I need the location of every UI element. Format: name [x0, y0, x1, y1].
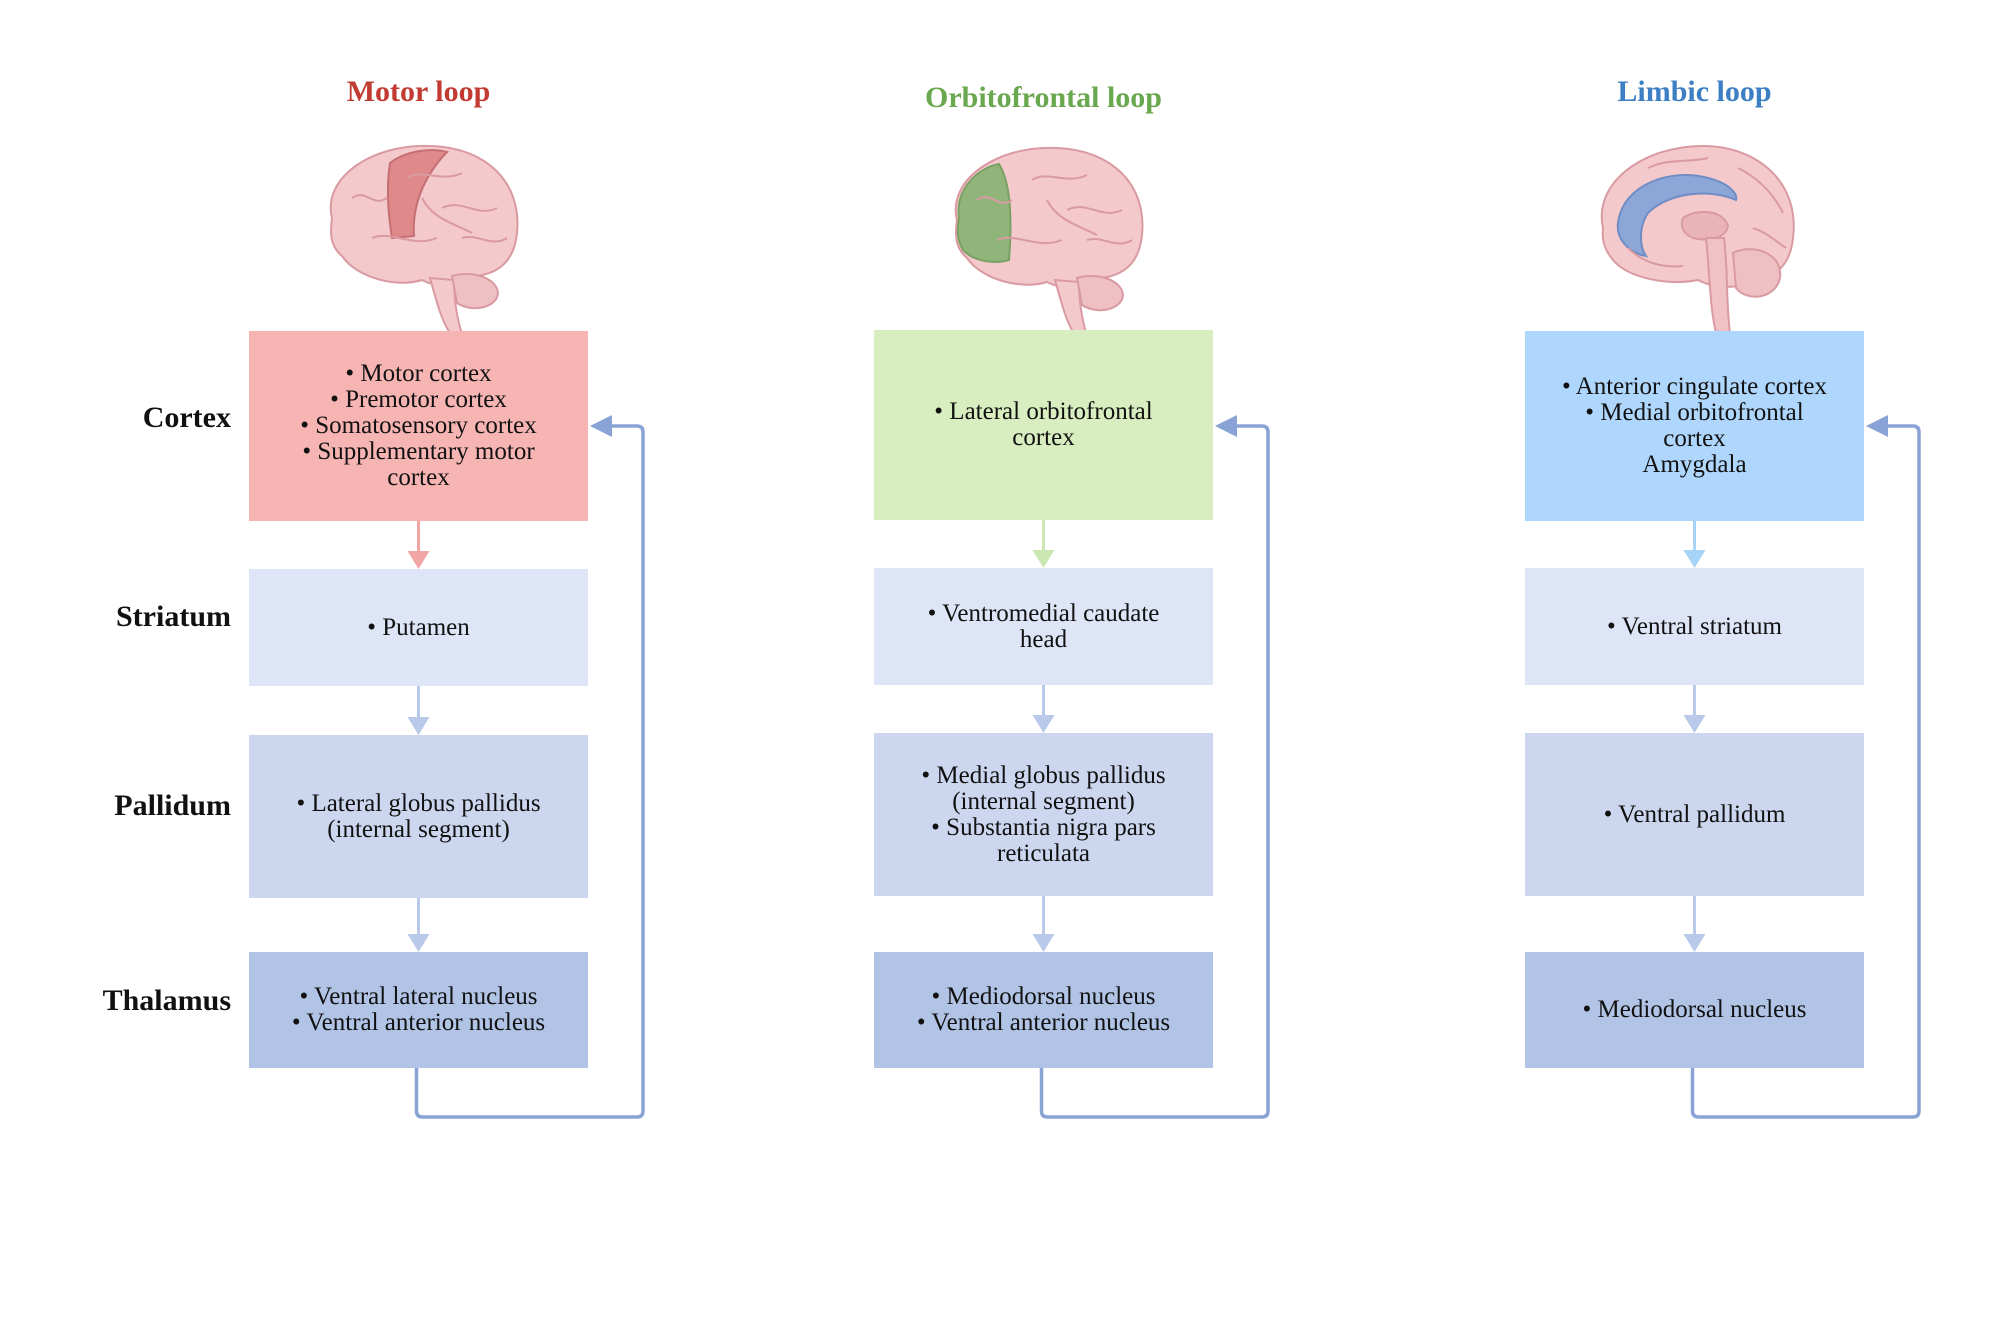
brain-lateral-orbitofrontal-icon [954, 146, 1143, 340]
row-label-pallidum: Pallidum [114, 789, 231, 822]
down-arrow-orbitofrontal-1 [1032, 520, 1055, 568]
loop-title-motor: Motor loop [346, 75, 491, 108]
feedback-arrow-motor [414, 415, 645, 1119]
down-arrow-limbic-3 [1683, 896, 1706, 952]
thalamus-box-motor: • Ventral lateral nucleus• Ventral anter… [249, 952, 588, 1068]
cortex-item: cortex [1012, 424, 1075, 451]
down-arrow-limbic-2 [1683, 685, 1706, 733]
striatum-item: • Ventromedial caudate [927, 599, 1160, 627]
thalamus-item: • Ventral lateral nucleus [299, 983, 538, 1010]
cortex-item: • Somatosensory cortex [300, 412, 537, 439]
cortex-item: • Premotor cortex [330, 386, 507, 413]
cortex-item: cortex [387, 464, 450, 491]
striatum-box-motor: • Putamen [249, 569, 588, 686]
pallidum-item: • Lateral globus pallidus [296, 789, 541, 817]
row-label-striatum: Striatum [116, 600, 231, 633]
cortex-item: cortex [1663, 425, 1726, 452]
pallidum-item: reticulata [997, 839, 1090, 867]
brain-lateral-motor-icon [329, 144, 518, 338]
thalamus-item: • Ventral anterior nucleus [916, 1009, 1171, 1036]
brain-sagittal-limbic-icon [1600, 144, 1795, 334]
striatum-box-limbic: • Ventral striatum [1525, 568, 1864, 685]
cortex-box-motor: • Motor cortex• Premotor cortex• Somatos… [249, 331, 588, 521]
cortex-box-limbic: • Anterior cingulate cortex• Medial orbi… [1525, 331, 1864, 521]
pallidum-box-orbitofrontal: • Medial globus pallidus(internal segmen… [874, 733, 1213, 896]
loop-title-limbic: Limbic loop [1617, 75, 1772, 108]
pallidum-item: • Substantia nigra pars [931, 813, 1156, 841]
row-label-thalamus: Thalamus [102, 984, 231, 1017]
row-label-cortex: Cortex [142, 401, 231, 434]
down-arrow-motor-1 [407, 521, 430, 569]
striatum-item: head [1019, 625, 1068, 653]
feedback-arrow-limbic [1690, 415, 1921, 1119]
striatum-item: • Ventral striatum [1607, 612, 1782, 640]
down-arrow-orbitofrontal-3 [1032, 896, 1055, 952]
cortex-item: • Anterior cingulate cortex [1562, 373, 1827, 400]
down-arrow-motor-2 [407, 686, 430, 735]
striatum-item: • Putamen [367, 613, 470, 641]
thalamus-item: • Mediodorsal nucleus [1582, 996, 1807, 1023]
thalamus-item: • Ventral anterior nucleus [291, 1009, 546, 1036]
loop-title-orbitofrontal: Orbitofrontal loop [925, 81, 1162, 114]
pallidum-item: • Medial globus pallidus [921, 761, 1166, 789]
pallidum-box-limbic: • Ventral pallidum [1525, 733, 1864, 896]
thalamus-box-limbic: • Mediodorsal nucleus [1525, 952, 1864, 1068]
down-arrow-motor-3 [407, 898, 430, 952]
cortex-item: • Medial orbitofrontal [1585, 399, 1804, 426]
pallidum-item: (internal segment) [952, 787, 1135, 815]
cortex-item: Amygdala [1642, 451, 1747, 478]
thalamus-item: • Mediodorsal nucleus [931, 983, 1156, 1010]
down-arrow-orbitofrontal-2 [1032, 685, 1055, 733]
pallidum-item: (internal segment) [327, 815, 510, 843]
cortex-item: • Supplementary motor [302, 438, 535, 465]
cortex-item: • Motor cortex [345, 360, 492, 387]
thalamus-box-orbitofrontal: • Mediodorsal nucleus• Ventral anterior … [874, 952, 1213, 1068]
down-arrow-limbic-1 [1683, 521, 1706, 568]
pallidum-box-motor: • Lateral globus pallidus(internal segme… [249, 735, 588, 898]
feedback-arrow-orbitofrontal [1039, 415, 1270, 1119]
cortex-item: • Lateral orbitofrontal [934, 398, 1153, 425]
pallidum-item: • Ventral pallidum [1603, 800, 1786, 828]
